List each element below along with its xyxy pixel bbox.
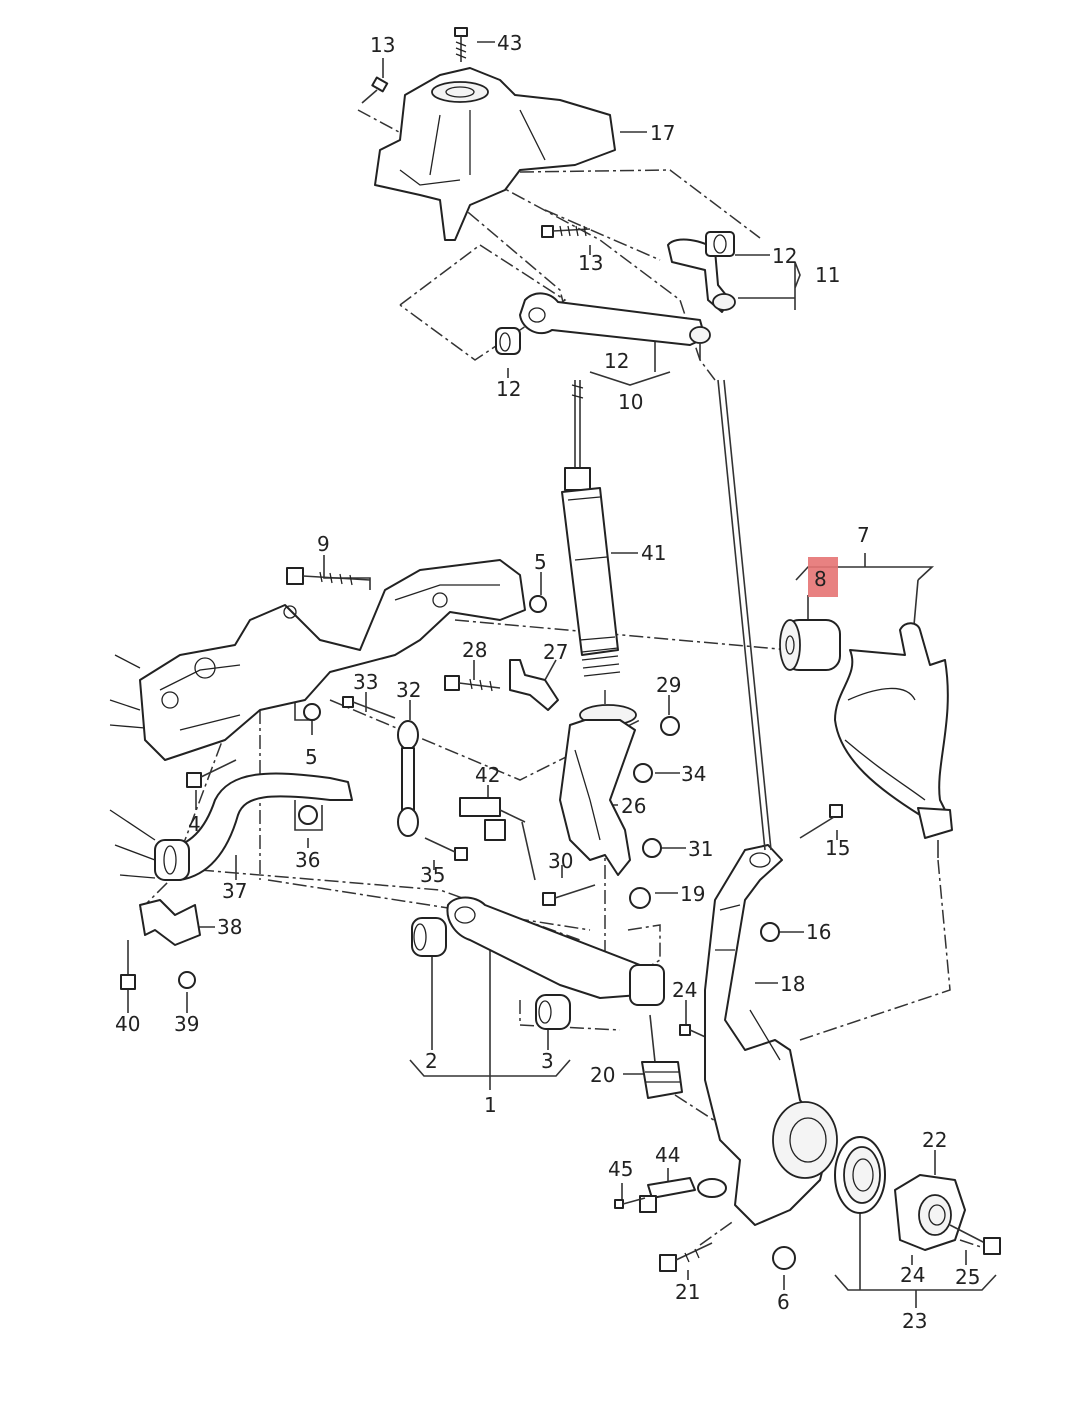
bolt-21-part bbox=[659, 1242, 713, 1272]
callout-6: 6 bbox=[777, 1290, 790, 1314]
callout-4: 4 bbox=[188, 812, 201, 836]
link-32-part bbox=[397, 720, 419, 837]
bushing-8-part bbox=[779, 619, 841, 671]
sensor-42-part bbox=[459, 797, 536, 881]
callout-33: 33 bbox=[353, 670, 378, 694]
callout-31: 31 bbox=[688, 837, 713, 861]
subframe-part bbox=[109, 559, 526, 761]
callout-39: 39 bbox=[174, 1012, 199, 1036]
nut-36-part bbox=[298, 805, 318, 825]
bracket-27-part bbox=[509, 659, 559, 711]
callout-29: 29 bbox=[656, 673, 681, 697]
callout-40: 40 bbox=[115, 1012, 140, 1036]
callout-2: 2 bbox=[425, 1049, 438, 1073]
bolt-25-part bbox=[949, 1224, 1001, 1255]
callout-15: 15 bbox=[825, 836, 850, 860]
shock-absorber-part bbox=[561, 380, 621, 677]
callout-25: 25 bbox=[955, 1265, 980, 1289]
callout-12-left: 12 bbox=[496, 377, 521, 401]
nut-5-upper-part bbox=[529, 595, 547, 613]
callout-26: 26 bbox=[621, 794, 646, 818]
nut-29-part bbox=[660, 716, 680, 736]
callout-37: 37 bbox=[222, 879, 247, 903]
bolt-13-mid-part bbox=[541, 225, 591, 238]
strut-mount-part bbox=[374, 67, 616, 241]
highlight-box-8 bbox=[808, 557, 838, 597]
wishbone-7-part bbox=[834, 622, 953, 858]
lower-arm-1-part bbox=[411, 896, 665, 1030]
callout-16: 16 bbox=[806, 920, 831, 944]
bolt-35-part bbox=[424, 837, 468, 861]
anti-roll-bar-37-part bbox=[109, 772, 353, 881]
nut-39-part bbox=[178, 971, 196, 989]
callout-10: 10 bbox=[618, 390, 643, 414]
bolt-15-part bbox=[799, 804, 843, 839]
callout-35: 35 bbox=[420, 863, 445, 887]
callout-12-upper-right: 12 bbox=[772, 244, 797, 268]
bearing-23-part bbox=[834, 1136, 886, 1214]
nut-16-part bbox=[760, 922, 780, 942]
leader-lines bbox=[127, 41, 997, 1308]
callout-44: 44 bbox=[655, 1143, 680, 1167]
callout-5-lower: 5 bbox=[305, 745, 318, 769]
callout-28: 28 bbox=[462, 638, 487, 662]
bolt-4-part bbox=[186, 759, 237, 788]
callout-labels: 43 13 17 13 12 11 12 12 10 41 7 8 9 5 28… bbox=[115, 31, 980, 1333]
callout-12-arm: 12 bbox=[604, 349, 629, 373]
callout-20: 20 bbox=[590, 1063, 615, 1087]
callout-43: 43 bbox=[497, 31, 522, 55]
clamp-38-part bbox=[139, 899, 201, 946]
callout-3: 3 bbox=[541, 1049, 554, 1073]
callout-18: 18 bbox=[780, 972, 805, 996]
callout-24-lower: 24 bbox=[900, 1263, 925, 1287]
bolt-33-part bbox=[342, 696, 396, 719]
parts bbox=[109, 27, 1001, 1272]
callout-23: 23 bbox=[902, 1309, 927, 1333]
upper-arm-11-part bbox=[667, 231, 736, 313]
callout-36: 36 bbox=[295, 848, 320, 872]
bolt-45-part bbox=[614, 1197, 646, 1209]
callout-11: 11 bbox=[815, 263, 840, 287]
fork-26-part bbox=[559, 704, 637, 876]
callout-5-upper: 5 bbox=[534, 550, 547, 574]
callout-1: 1 bbox=[484, 1093, 497, 1117]
nut-31-part bbox=[642, 838, 662, 858]
callout-34: 34 bbox=[681, 762, 706, 786]
bolt-9-part bbox=[286, 567, 371, 586]
sensor-44-part bbox=[639, 1177, 696, 1213]
callout-41: 41 bbox=[641, 541, 666, 565]
callout-7: 7 bbox=[857, 523, 870, 547]
callout-32: 32 bbox=[396, 678, 421, 702]
nut-6-part bbox=[772, 1246, 796, 1270]
ball-joint-20-part bbox=[641, 1014, 683, 1099]
bolt-13-top-part bbox=[361, 76, 389, 104]
callout-27: 27 bbox=[543, 640, 568, 664]
callout-13-mid: 13 bbox=[578, 251, 603, 275]
callout-17: 17 bbox=[650, 121, 675, 145]
callout-13-top: 13 bbox=[370, 33, 395, 57]
bolt-43-part bbox=[454, 27, 468, 62]
hub-22-part bbox=[894, 1174, 966, 1251]
nut-19-part bbox=[629, 887, 651, 909]
callout-22: 22 bbox=[922, 1128, 947, 1152]
callout-24-upper: 24 bbox=[672, 978, 697, 1002]
callout-38: 38 bbox=[217, 915, 242, 939]
callout-21: 21 bbox=[675, 1280, 700, 1304]
callout-30: 30 bbox=[548, 849, 573, 873]
upper-arm-10-part bbox=[495, 292, 711, 360]
nut-34-part bbox=[633, 763, 653, 783]
bolt-28-part bbox=[444, 675, 501, 692]
nut-5-lower-part bbox=[303, 703, 321, 721]
bolt-40-part bbox=[120, 940, 136, 990]
bolt-30-part bbox=[542, 884, 596, 906]
knuckle-18-part bbox=[697, 844, 838, 1226]
callout-45: 45 bbox=[608, 1157, 633, 1181]
callout-9: 9 bbox=[317, 532, 330, 556]
callout-19: 19 bbox=[680, 882, 705, 906]
callout-8: 8 bbox=[814, 567, 827, 591]
callout-42: 42 bbox=[475, 763, 500, 787]
